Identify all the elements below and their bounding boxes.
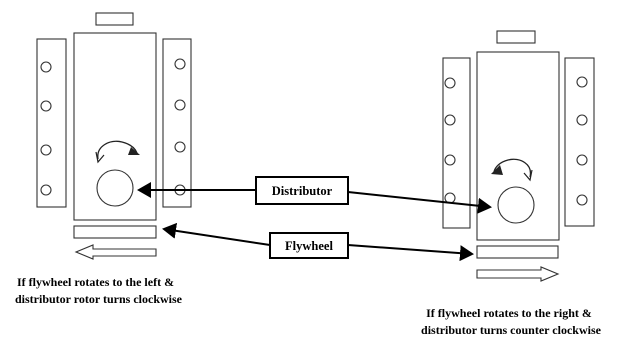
right-caption: If flywheel rotates to the right & distr… bbox=[421, 306, 602, 337]
bolt-hole bbox=[576, 194, 588, 206]
distributor-label: Distributor bbox=[255, 176, 349, 205]
left-engine bbox=[36, 12, 192, 260]
bolt-hole bbox=[444, 114, 456, 126]
bolt-hole bbox=[40, 184, 52, 196]
counter-clockwise-rotation-icon bbox=[491, 158, 533, 182]
svg-text:distributor rotor turns clockw: distributor rotor turns clockwise bbox=[15, 292, 183, 306]
right-arrow-icon bbox=[476, 266, 560, 282]
right-engine-top-tab bbox=[496, 30, 536, 44]
clockwise-rotation-icon bbox=[95, 140, 140, 164]
bolt-hole bbox=[174, 58, 186, 70]
flywheel-label: Flywheel bbox=[269, 232, 349, 259]
bolt-hole bbox=[174, 141, 186, 153]
right-engine-right-cylinder-bank bbox=[564, 57, 595, 227]
distributor-right-arrow bbox=[347, 191, 492, 214]
right-distributor-circle bbox=[497, 186, 535, 224]
svg-text:Distributor: Distributor bbox=[272, 184, 333, 198]
bolt-hole bbox=[576, 154, 588, 166]
bolt-hole bbox=[174, 99, 186, 111]
left-engine-top-tab bbox=[95, 12, 134, 26]
left-arrow-icon bbox=[74, 244, 157, 260]
svg-text:If flywheel rotates to the rig: If flywheel rotates to the right & bbox=[426, 306, 592, 320]
bolt-hole bbox=[444, 154, 456, 166]
left-caption: If flywheel rotates to the left & distri… bbox=[15, 275, 183, 306]
right-flywheel-plate bbox=[476, 245, 559, 259]
bolt-hole bbox=[444, 77, 456, 89]
flywheel-left-arrow bbox=[162, 222, 271, 246]
bolt-hole bbox=[40, 100, 52, 112]
bolt-hole bbox=[576, 114, 588, 126]
right-engine-left-cylinder-bank bbox=[442, 57, 471, 229]
left-engine-right-cylinder-bank bbox=[162, 38, 192, 208]
svg-text:If flywheel rotates to the lef: If flywheel rotates to the left & bbox=[17, 275, 174, 289]
left-flywheel-plate bbox=[73, 225, 157, 239]
svg-text:Flywheel: Flywheel bbox=[285, 239, 333, 253]
bolt-hole bbox=[40, 61, 52, 73]
bolt-hole bbox=[576, 76, 588, 88]
left-distributor-circle bbox=[96, 169, 134, 207]
callout-arrows bbox=[137, 182, 492, 262]
right-engine bbox=[442, 30, 595, 282]
bolt-hole bbox=[40, 144, 52, 156]
flywheel-right-arrow bbox=[347, 244, 474, 262]
svg-text:distributor turns counter cloc: distributor turns counter clockwise bbox=[421, 323, 602, 337]
left-engine-left-cylinder-bank bbox=[36, 38, 67, 208]
